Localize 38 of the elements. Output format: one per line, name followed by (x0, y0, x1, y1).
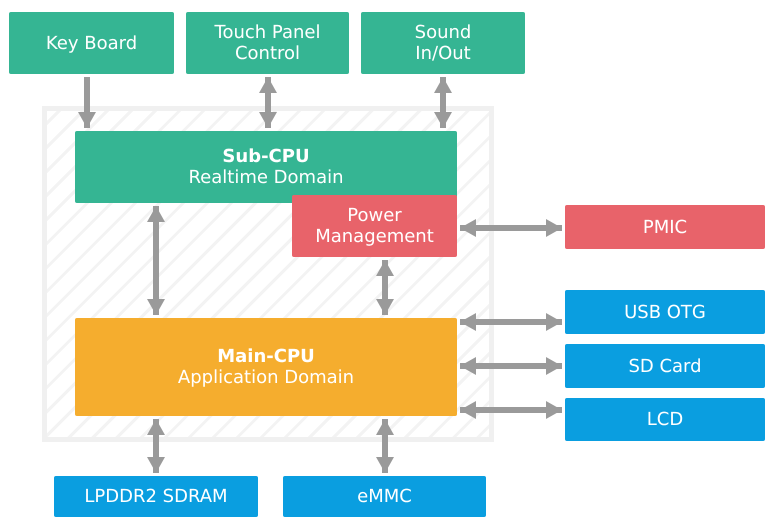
block-box (292, 195, 457, 257)
block-box (186, 12, 349, 74)
block-title: Sub-CPU (222, 146, 310, 167)
block-box (361, 12, 525, 74)
block-label: Touch Panel Control (214, 22, 322, 64)
arrow (147, 206, 165, 315)
block-box (283, 476, 486, 517)
hatched-region (42, 106, 494, 442)
arrow (460, 357, 562, 375)
block-label: Realtime Domain (188, 167, 344, 188)
block-label: PMIC (642, 216, 688, 238)
block-label: LCD (646, 409, 684, 430)
block-box (565, 398, 765, 441)
arrow (78, 77, 96, 128)
block-box (75, 318, 457, 416)
arrow (147, 419, 165, 473)
block-label: SD Card (628, 356, 702, 376)
block-label: Power Management (314, 205, 435, 247)
block-label: LPDDR2 SDRAM (84, 486, 228, 507)
arrow (460, 313, 562, 331)
arrow (259, 77, 277, 128)
block-label: Sound In/Out (414, 22, 472, 64)
block-box (565, 344, 765, 388)
arrow (460, 219, 562, 237)
block-label: Key Board (46, 32, 138, 54)
block-box (75, 131, 457, 203)
block-box (9, 12, 174, 74)
block-box (54, 476, 258, 517)
block-label: eMMC (357, 486, 412, 507)
block-label: USB OTG (624, 302, 706, 322)
block-title: Main-CPU (217, 346, 315, 367)
arrow (376, 260, 394, 315)
block-label: Application Domain (178, 367, 354, 388)
arrow (460, 401, 562, 419)
block-box (565, 205, 765, 249)
block-box (565, 290, 765, 334)
arrow (434, 77, 452, 128)
arrow (376, 419, 394, 473)
